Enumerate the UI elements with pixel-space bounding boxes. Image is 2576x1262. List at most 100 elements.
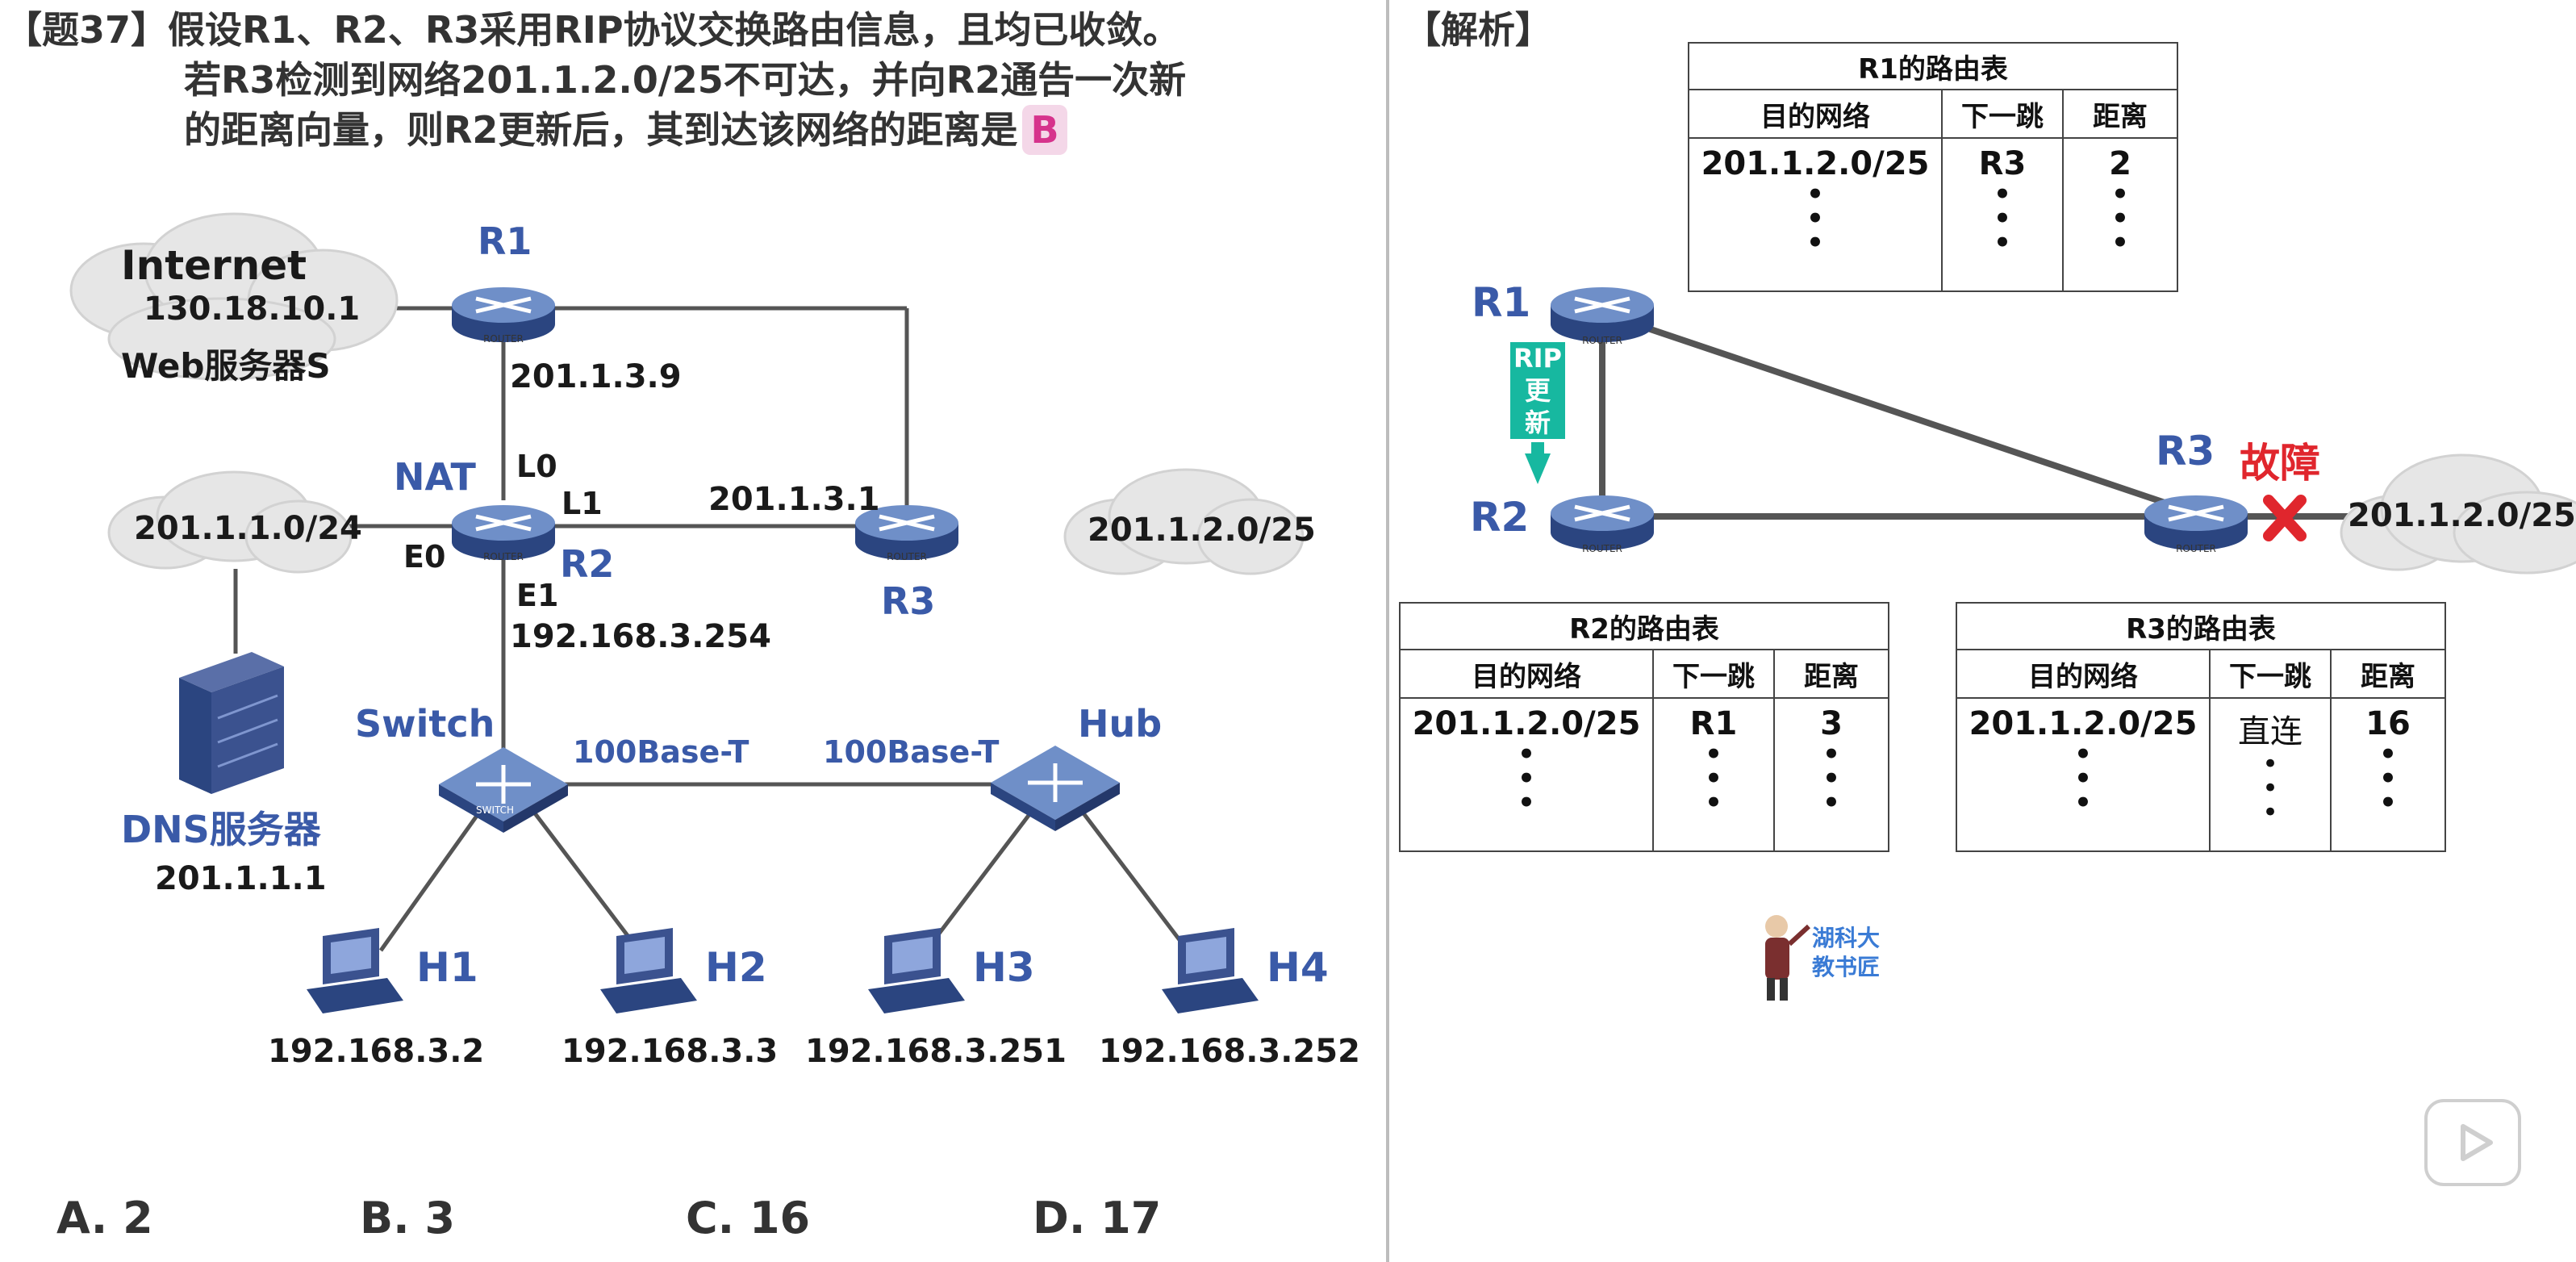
e0-label: E0 [403,539,446,575]
logo-text-line-2: 教书匠 [1812,954,1880,980]
r2-col-dest: 目的网络 [1399,649,1654,699]
analysis-net-label: 201.1.2.0/25 [2348,497,2576,534]
cloud-net-right [1063,468,1305,575]
r2-l1-ip-label: 201.1.3.1 [708,481,880,518]
link-switch-h1 [378,809,483,952]
option-c[interactable]: C. 16 [686,1193,811,1243]
r3-dist-dots: ••• [2379,738,2397,819]
dns-server-icon [179,652,284,794]
r3-table-title: R3的路由表 [1956,602,2446,650]
option-d[interactable]: D. 17 [1033,1193,1162,1243]
r2-cell-dist: 3••• [1773,697,1889,852]
analysis-title: 【解析】 [1404,8,1552,52]
question-line-2: 若R3检测到网络201.1.2.0/25不可达，并向R2通告一次新 [184,58,1187,102]
web-server-label: Web服务器S [121,346,331,386]
analysis-links [1599,310,2357,520]
r1-dist-value: 2 [2109,145,2131,182]
l1-label: L1 [562,486,603,521]
r2-next-value: R1 [1689,705,1738,742]
nat-label: NAT [394,455,476,499]
r1-router-tag: ROUTER [483,333,524,345]
r1-routing-table: R1的路由表 目的网络 下一跳 距离 201.1.2.0/25••• R3•••… [1688,42,2178,292]
analysis-router-r3-icon [2144,495,2248,550]
cloud-net-left [107,470,353,574]
r3-next-value: 直连 [2238,713,2303,750]
r3-router-tag: ROUTER [887,551,927,562]
r3-cell-dist: 16••• [2330,697,2446,852]
r1-ip-label: 201.1.3.9 [510,358,682,395]
question-tag: 【题37】 [5,8,169,52]
link-hub-h4 [1079,809,1189,952]
internet-label: Internet [121,242,307,289]
analysis-r1-label: R1 [1472,279,1531,326]
router-r1-icon [452,287,555,342]
question-text-1: 假设R1、R2、R3采用RIP协议交换路由信息，且均已收敛。 [168,8,1180,52]
r1-col-dist: 距离 [2062,89,2178,139]
l0-label: L0 [516,449,557,484]
fault-cross-icon [2263,495,2307,541]
router-r3-icon [855,505,958,560]
link2-label: 100Base-T [823,734,1000,770]
r3-col-next: 下一跳 [2209,649,2332,699]
dns-ip-label: 201.1.1.1 [155,860,327,897]
host-h1-icon [307,928,403,1013]
link1-label: 100Base-T [573,734,749,770]
link-hub-h3 [925,809,1034,952]
r1-next-value: R3 [1978,145,2027,182]
r1-next-dots: ••• [1994,178,2011,259]
r2-cell-next: R1••• [1652,697,1775,852]
logo-text-line-1: 湖科大 [1812,925,1880,951]
r2-dist-value: 3 [1820,705,1843,742]
option-b[interactable]: B. 3 [360,1193,456,1243]
topology-links [233,306,1189,952]
analysis-r2-router-tag: ROUTER [1582,543,1622,554]
analysis-router-r2-icon [1551,495,1654,550]
switch-icon [439,747,568,833]
play-icon [2461,1124,2493,1161]
r2-next-dots: ••• [1705,738,1722,819]
r1-dest-value: 201.1.2.0/25 [1701,145,1930,182]
network-topology-diagram: ROUTER ROUTER ROUTER SWITCH [69,212,1305,1013]
h3-label: H3 [973,944,1035,991]
switch-label: Switch [355,702,495,746]
e1-label: E1 [516,578,559,613]
r2-dest-value: 201.1.2.0/25 [1412,705,1641,742]
r3-dest-dots: ••• [2074,738,2092,819]
rip-update-arrow-shaft [1531,442,1544,457]
analysis-r3-label: R3 [2156,428,2215,474]
r2-routing-table: R2的路由表 目的网络 下一跳 距离 201.1.2.0/25••• R1•••… [1399,602,1889,852]
analysis-link-r1-r3 [1630,320,2198,516]
r1-cell-next: R3••• [1941,137,2064,292]
analysis-r1-router-tag: ROUTER [1582,335,1622,346]
r2-table-title: R2的路由表 [1399,602,1889,650]
link-switch-h2 [531,809,641,952]
r3-col-dest: 目的网络 [1956,649,2211,699]
r1-col-next: 下一跳 [1941,89,2064,139]
r3-label: R3 [881,579,936,623]
r3-cell-next: 直连••• [2209,697,2332,852]
r1-table-title: R1的路由表 [1688,42,2178,90]
play-button[interactable] [2424,1099,2521,1186]
r1-dist-dots: ••• [2111,178,2129,259]
r2-e1-ip-label: 192.168.3.254 [510,618,771,655]
panel-divider [1386,0,1389,1262]
h4-label: H4 [1267,944,1329,991]
rip-label-line-1: RIP [1513,343,1562,374]
analysis-r3-router-tag: ROUTER [2176,543,2216,554]
option-a[interactable]: A. 2 [56,1193,153,1243]
host-h4-icon [1162,928,1259,1013]
r3-next-dots: ••• [2261,748,2279,829]
rip-label-line-3: 新 [1524,407,1551,438]
r2-label: R2 [560,542,615,586]
r1-cell-dest: 201.1.2.0/25••• [1688,137,1943,292]
r1-col-dest: 目的网络 [1688,89,1943,139]
net-right-label: 201.1.2.0/25 [1088,512,1316,549]
r2-router-tag: ROUTER [483,551,524,562]
r1-cell-dist: 2••• [2062,137,2178,292]
hub-icon [991,746,1120,831]
r2-cell-dest: 201.1.2.0/25••• [1399,697,1654,852]
r2-col-dist: 距离 [1773,649,1889,699]
analysis-router-r1-icon [1551,287,1654,342]
r3-col-dist: 距离 [2330,649,2446,699]
question-line-1: 【题37】假设R1、R2、R3采用RIP协议交换路由信息，且均已收敛。 [5,5,1180,55]
